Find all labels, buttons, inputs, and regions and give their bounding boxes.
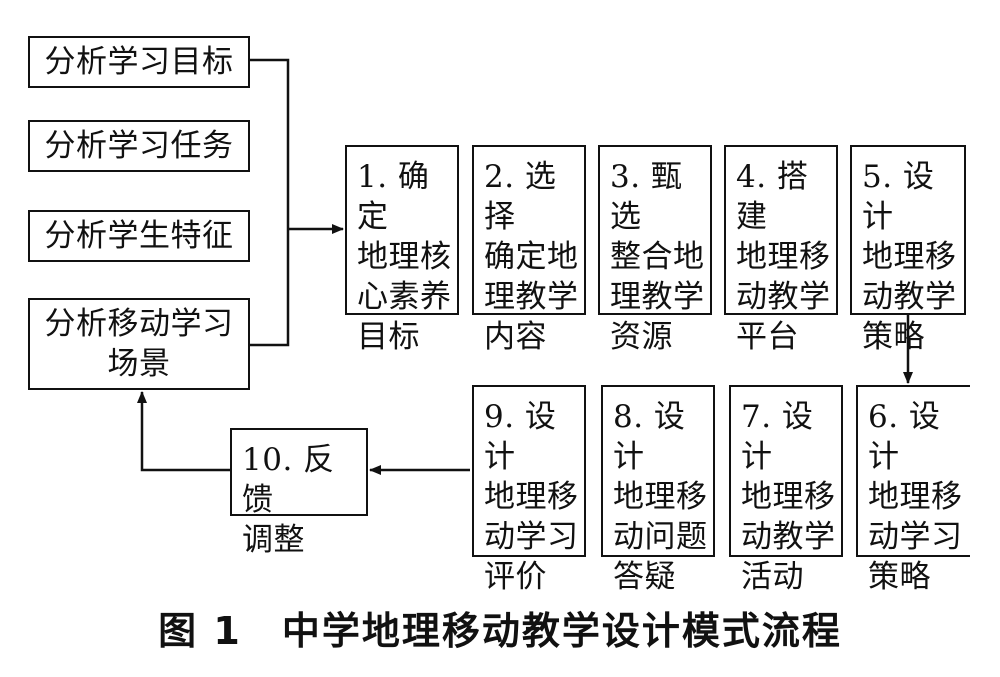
step-6-label: 6. 设计 地理移 动学习 策略 [868, 399, 963, 595]
step-9-box: 9. 设计 地理移 动学习 评价 [472, 385, 586, 595]
step-7-box: 7. 设计 地理移 动教学 活动 [729, 385, 843, 595]
input-box-learning-tasks: 分析学习任务 [28, 120, 250, 172]
step-3-box: 3. 甄选 整合地 理教学 资源 [598, 145, 712, 355]
arrow-feedback-loop [137, 391, 230, 472]
step-5-box: 5. 设计 地理移 动教学 策略 [850, 145, 966, 355]
input-label-student-traits: 分析学生特征 [44, 218, 234, 254]
input-box-learning-goals: 分析学习目标 [28, 36, 250, 88]
step-8-label: 8. 设计 地理移 动问题 答疑 [613, 399, 708, 595]
step-10-box: 10. 反馈 调整 [230, 428, 368, 558]
step-2-box: 2. 选择 确定地 理教学 内容 [472, 145, 586, 355]
figure-caption: 图 1 中学地理移动教学设计模式流程 [158, 609, 842, 653]
step-4-label: 4. 搭建 地理移 动教学 平台 [736, 159, 831, 355]
input-bracket-line [250, 58, 290, 347]
input-label-learning-tasks: 分析学习任务 [44, 128, 234, 164]
step-2-label: 2. 选择 确定地 理教学 内容 [484, 159, 579, 355]
input-label-mobile-scenario: 分析移动学习 场景 [44, 306, 234, 382]
input-box-student-traits: 分析学生特征 [28, 210, 250, 262]
step-8-box: 8. 设计 地理移 动问题 答疑 [601, 385, 715, 595]
step-4-box: 4. 搭建 地理移 动教学 平台 [724, 145, 838, 355]
step-6-box: 6. 设计 地理移 动学习 策略 [856, 385, 970, 595]
step-5-label: 5. 设计 地理移 动教学 策略 [862, 159, 957, 355]
step-9-label: 9. 设计 地理移 动学习 评价 [484, 399, 579, 595]
input-label-learning-goals: 分析学习目标 [44, 44, 234, 80]
step-1-box: 1. 确定 地理核 心素养 目标 [345, 145, 459, 355]
step-1-label: 1. 确定 地理核 心素养 目标 [357, 159, 452, 355]
input-box-mobile-scenario: 分析移动学习 场景 [28, 298, 250, 390]
step-10-label: 10. 反馈 调整 [242, 442, 335, 558]
step-3-label: 3. 甄选 整合地 理教学 资源 [610, 159, 705, 355]
step-7-label: 7. 设计 地理移 动教学 活动 [741, 399, 836, 595]
